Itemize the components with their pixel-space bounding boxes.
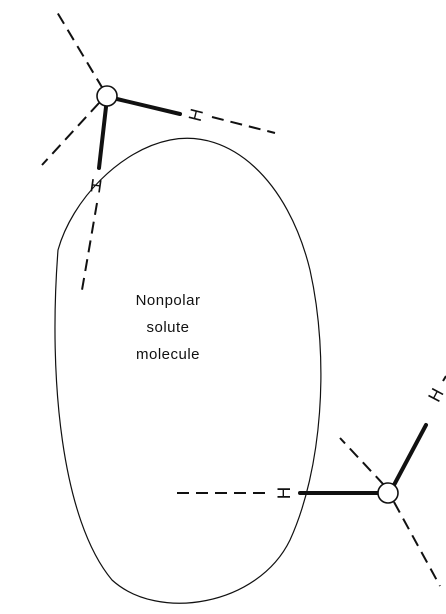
- covalent-bond-top-right: [115, 97, 182, 116]
- solute-label-line-2: solute: [146, 319, 189, 336]
- water-molecule-top: H H: [41, 11, 276, 291]
- solute-label-line-3: molecule: [136, 346, 200, 363]
- hydrogen-bond-top-lower-left: [41, 102, 100, 166]
- hydrogen-bond-top-down: [81, 202, 98, 291]
- covalent-bond-bottom-up: [392, 423, 428, 487]
- hydrogen-label-bottom-left: H: [275, 487, 295, 500]
- hydrogen-bond-top-right: [211, 116, 276, 134]
- solute-label-line-1: Nonpolar: [136, 292, 201, 309]
- hydrogen-label-top-down: H: [88, 176, 103, 198]
- hydrogen-label-bottom-up: H: [425, 385, 446, 406]
- solute-molecule-outline: [54, 137, 322, 604]
- hydrogen-bond-bottom-lower-right: [393, 501, 441, 587]
- oxygen-atom-top: [96, 85, 118, 107]
- hydrogen-bond-bottom-upper-left: [339, 437, 385, 486]
- hydrogen-label-top-right: H: [186, 107, 209, 124]
- hydrogen-bond-top-upper-left: [56, 11, 104, 90]
- oxygen-atom-bottom: [377, 482, 399, 504]
- water-molecule-bottom: H H: [172, 375, 446, 587]
- covalent-bond-top-down: [97, 105, 108, 170]
